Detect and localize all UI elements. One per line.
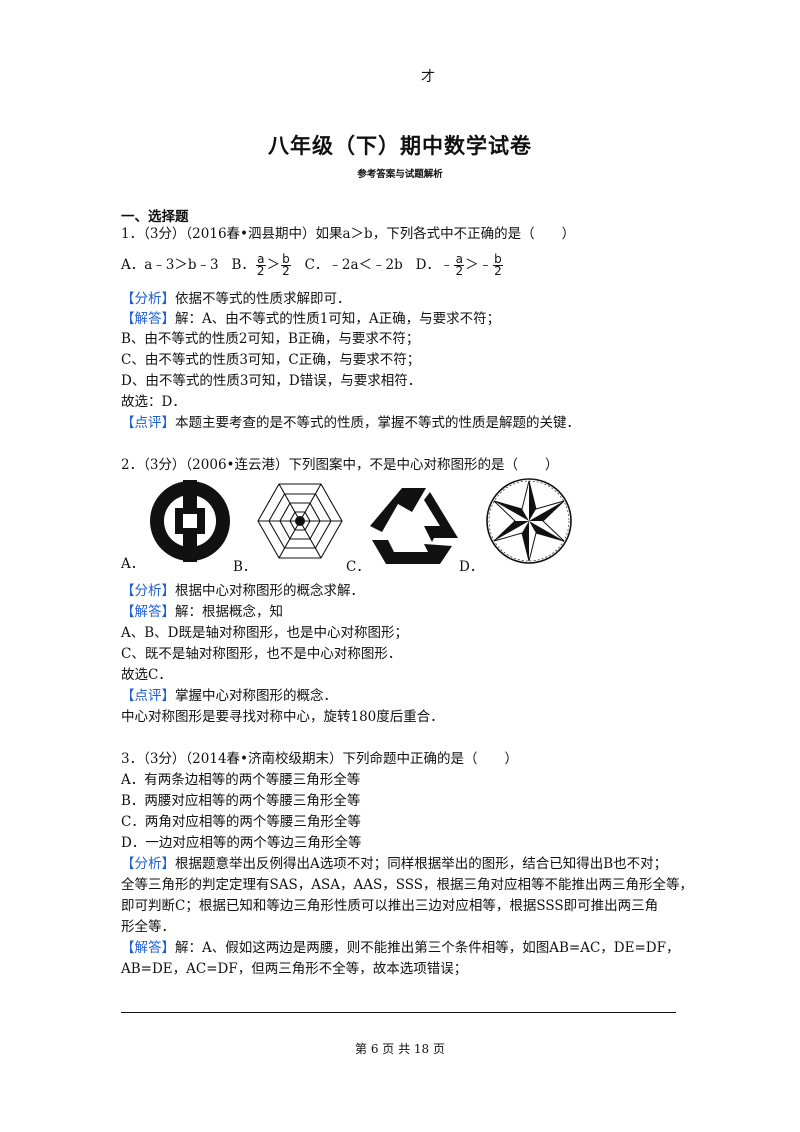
q2-label-b: B． [233,559,257,575]
q2-label-c: C． [346,559,370,575]
q3-stem: 3．（3分）（2014春•济南校级期末）下列命题中正确的是（ ） [121,751,518,767]
footer-divider [121,1012,676,1013]
q1-option-b-label: B． [231,257,255,273]
q2-solution-line: C、既不是轴对称图形，也不是中心对称图形． [121,646,402,662]
header-mark: 才 [421,69,435,85]
q1-option-c: C．﹣2a＜﹣2b [304,257,403,273]
q2-comment: 【点评】掌握中心对称图形的概念． [121,688,337,704]
q1-solution-line: C、由不等式的性质3可知，C正确，与要求不符； [121,352,421,368]
q1-comment: 【点评】本题主要考查的是不等式的性质，掌握不等式的性质是解题的关键． [121,415,580,431]
q2-solution-line: 故选C． [121,667,172,683]
q3-analysis: 【分析】根据题意举出反例得出A选项不对；同样根据举出的图形，结合已知得出B也不对… [121,856,668,872]
q3-analysis-line: 形全等． [121,919,175,935]
page-footer: 第 6 页 共 18 页 [355,1042,445,1056]
q3-option-c: C．两角对应相等的两个等腰三角形全等 [121,814,361,830]
q3-option-b: B．两腰对应相等的两个等腰三角形全等 [121,793,361,809]
q1-solution: 【解答】解：A、由不等式的性质1可知，A正确，与要求不符； [121,311,501,327]
star-circle-figure [486,478,572,564]
q1-option-d-label: D． [415,257,440,273]
recycle-triangle-figure [370,488,458,564]
q3-solution-line: AB=DE，AC=DF，但两三角形不全等，故本选项错误； [121,961,468,977]
q1-solution-line: 故选：D． [121,394,186,410]
q1-analysis: 【分析】依据不等式的性质求解即可． [121,291,351,307]
analysis-tag: 【分析】 [121,856,175,872]
q1-option-a: A．a﹣3＞b﹣3 [121,257,219,273]
page-subtitle: 参考答案与试题解析 [357,169,443,180]
section-heading: 一、选择题 [121,209,189,225]
q2-comment-line: 中心对称图形是要寻找对称中心，旋转180度后重合． [121,709,444,725]
comment-tag: 【点评】 [121,415,175,431]
solution-tag: 【解答】 [121,311,175,327]
solution-tag: 【解答】 [121,604,175,620]
q2-label-d: D． [459,559,484,575]
q1-solution-line: D、由不等式的性质3可知，D错误，与要求相符． [121,373,422,389]
q2-solution-line: A、B、D既是轴对称图形，也是中心对称图形； [121,625,408,641]
q1-stem: 1．（3分）（2016春•泗县期中）如果a＞b，下列各式中不正确的是（ ） [121,226,576,242]
q2-label-a: A． [121,556,145,572]
bank-coin-figure [150,480,230,562]
q3-option-a: A．有两条边相等的两个等腰三角形全等 [121,772,361,788]
q2-analysis: 【分析】根据中心对称图形的概念求解． [121,583,364,599]
q3-analysis-line: 即可判断C；根据已知和等边三角形性质可以推出三边对应相等，根据SSS即可推出两三… [121,898,659,914]
solution-tag: 【解答】 [121,940,175,956]
comment-tag: 【点评】 [121,688,175,704]
q2-stem: 2．（3分）（2006•连云港）下列图案中，不是中心对称图形的是（ ） [121,457,559,473]
hexagon-web-figure [257,483,343,559]
analysis-tag: 【分析】 [121,291,175,307]
q3-solution: 【解答】解：A、假如这两边是两腰，则不能推出第三个条件相等，如图AB=AC，DE… [121,940,680,956]
page-title: 八年级（下）期中数学试卷 [268,134,532,158]
q3-option-d: D．一边对应相等的两个等边三角形全等 [121,835,362,851]
analysis-tag: 【分析】 [121,583,175,599]
q3-analysis-line: 全等三角形的判定定理有SAS，ASA，AAS，SSS，根据三角对应相等不能推出两… [121,877,694,893]
q1-solution-line: B、由不等式的性质2可知，B正确，与要求不符； [121,331,420,347]
q2-solution: 【解答】解：根据概念，知 [121,604,283,620]
